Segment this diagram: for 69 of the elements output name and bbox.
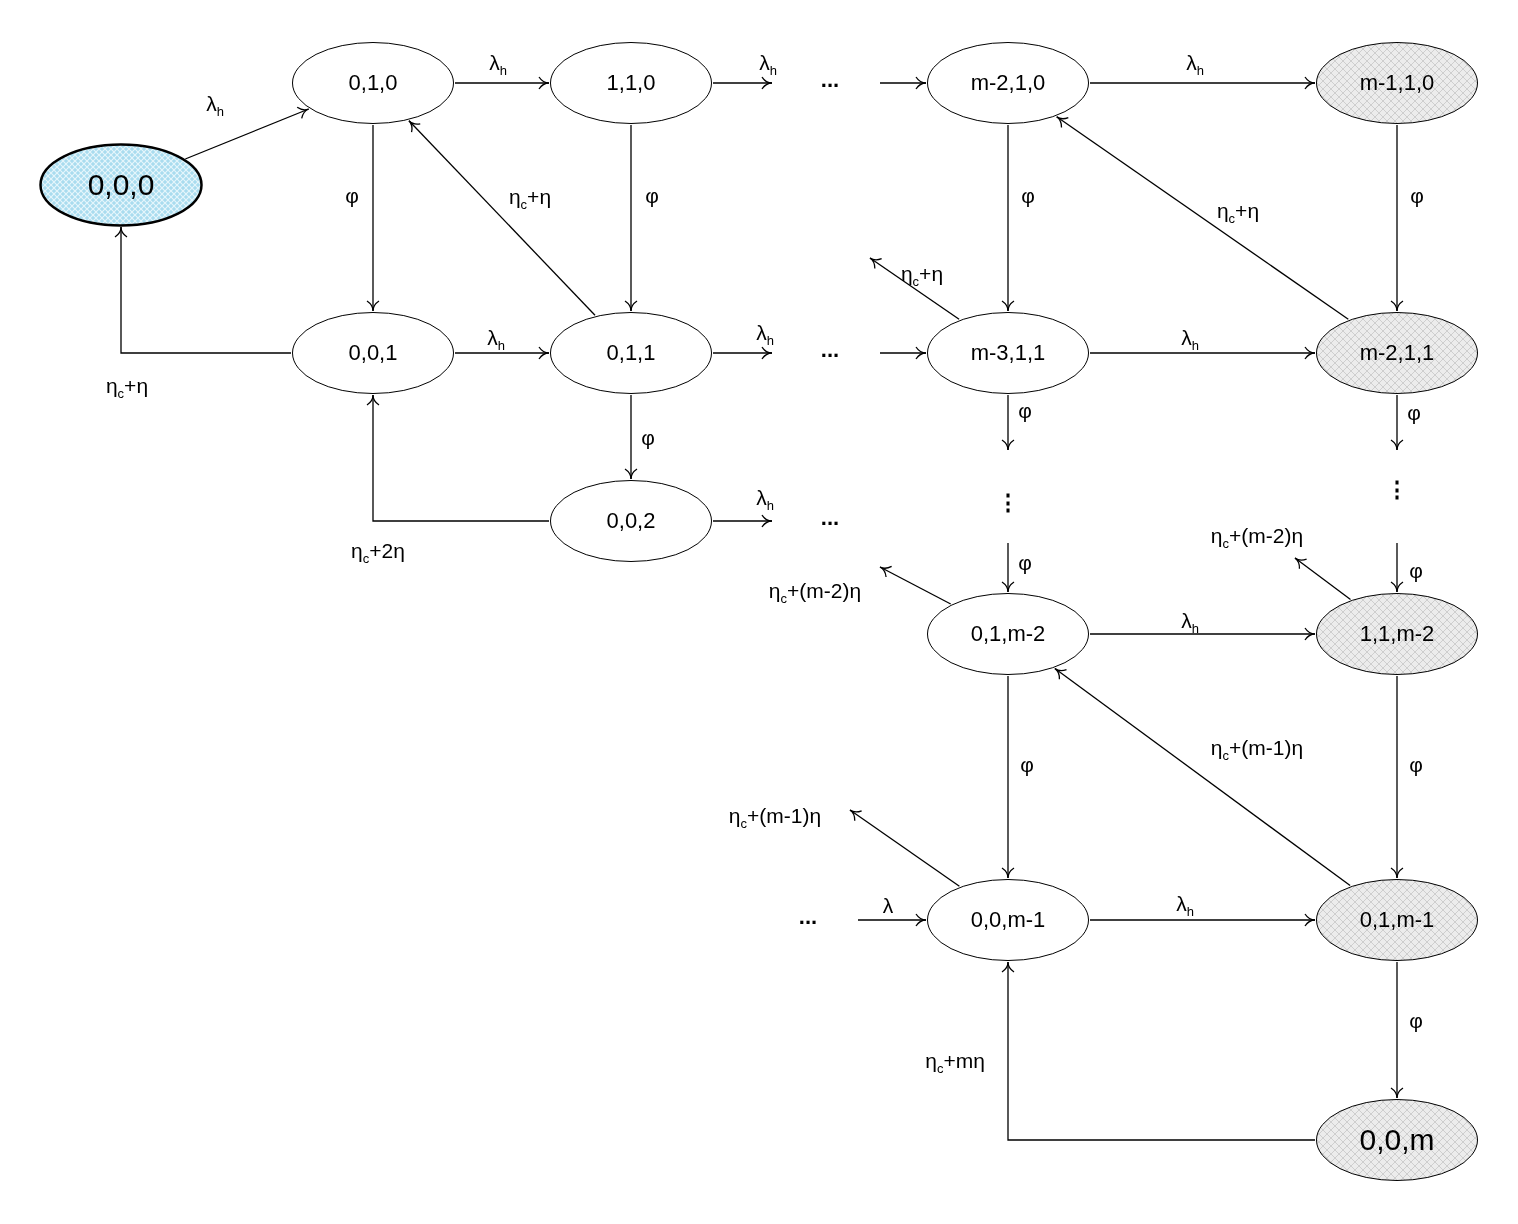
edge-label: λ xyxy=(882,894,894,916)
state-ellipse xyxy=(926,592,1090,676)
edge-label: η$_{c}$+(m-1)η xyxy=(728,804,822,826)
edge-label: λ$_{h}$ xyxy=(759,51,777,73)
edge-label: η$_{c}$+η xyxy=(105,374,149,396)
ellipsis-mark: ... xyxy=(798,906,818,928)
edge-label: η$_{c}$+mη xyxy=(925,1049,985,1071)
edge-label: η$_{c}$+η xyxy=(1216,199,1260,221)
ellipsis-mark: ⋮ xyxy=(1386,479,1408,501)
state-label: m-1,1,0 xyxy=(1359,72,1435,94)
edge-label: η$_{c}$+(m-2)η xyxy=(1210,524,1304,546)
edge-label: λ$_{h}$ xyxy=(1181,326,1199,348)
edge-label: λ$_{h}$ xyxy=(487,326,505,348)
edge-label: φ xyxy=(1021,184,1035,206)
state-label: m-2,1,1 xyxy=(1359,342,1435,364)
state-label: m-2,1,0 xyxy=(970,72,1046,94)
state-label: 0,1,1 xyxy=(606,342,656,364)
state-label: 0,1,m-1 xyxy=(1359,909,1435,931)
edge-label: η$_{c}$+η xyxy=(508,185,552,207)
ellipsis-mark: ... xyxy=(820,69,840,91)
edge-label: φ xyxy=(1409,753,1423,775)
state-ellipse xyxy=(39,143,203,227)
state-label: 1,1,0 xyxy=(606,72,656,94)
state-label: 0,1,0 xyxy=(348,72,398,94)
edge-label: φ xyxy=(641,426,655,448)
edge-label: λ$_{h}$ xyxy=(756,321,774,343)
edge-label: φ xyxy=(345,184,359,206)
edge-label: φ xyxy=(645,184,659,206)
state-ellipse xyxy=(1315,878,1479,962)
state-label: m-3,1,1 xyxy=(970,342,1046,364)
state-ellipse xyxy=(291,311,455,395)
state-label: 0,0,m xyxy=(1359,1125,1435,1155)
state-ellipse xyxy=(1315,1098,1479,1182)
state-label: 0,0,2 xyxy=(606,510,656,532)
state-ellipse xyxy=(926,311,1090,395)
edge-label: η$_{c}$+2η xyxy=(351,539,405,561)
edge-label: η$_{c}$+η xyxy=(900,262,944,284)
edge-label: λ$_{h}$ xyxy=(1186,51,1204,73)
ellipsis-mark: ... xyxy=(820,339,840,361)
state-ellipse xyxy=(549,479,713,563)
edge-label: η$_{c}$+(m-1)η xyxy=(1210,736,1304,758)
ellipsis-mark: ⋮ xyxy=(997,492,1019,514)
state-ellipse xyxy=(291,41,455,125)
state-ellipse xyxy=(926,41,1090,125)
state-ellipse xyxy=(1315,592,1479,676)
state-ellipse xyxy=(1315,311,1479,395)
state-label: 0,0,m-1 xyxy=(970,909,1046,931)
ellipsis-mark: ... xyxy=(820,507,840,529)
edge-label: φ xyxy=(1018,551,1032,573)
edge-label: φ xyxy=(1407,401,1421,423)
edge-label: φ xyxy=(1409,1009,1423,1031)
state-label: 1,1,m-2 xyxy=(1359,623,1435,645)
edge-label: η$_{c}$+(m-2)η xyxy=(768,579,862,601)
edge-label: λ$_{h}$ xyxy=(206,92,224,114)
state-label: 0,0,0 xyxy=(87,170,155,200)
edge-label: λ$_{h}$ xyxy=(1176,892,1194,914)
edge-label: φ xyxy=(1018,399,1032,421)
edge-label: λ$_{h}$ xyxy=(1181,609,1199,631)
edge-label: φ xyxy=(1020,753,1034,775)
state-ellipse xyxy=(549,41,713,125)
edge-label: λ$_{h}$ xyxy=(756,486,774,508)
state-ellipse xyxy=(926,878,1090,962)
state-label: 0,0,1 xyxy=(348,342,398,364)
state-label: 0,1,m-2 xyxy=(970,623,1046,645)
state-ellipse xyxy=(1315,41,1479,125)
edge-label: λ$_{h}$ xyxy=(489,51,507,73)
edge-label: φ xyxy=(1409,559,1423,581)
state-ellipse xyxy=(549,311,713,395)
edge-label: φ xyxy=(1410,184,1424,206)
